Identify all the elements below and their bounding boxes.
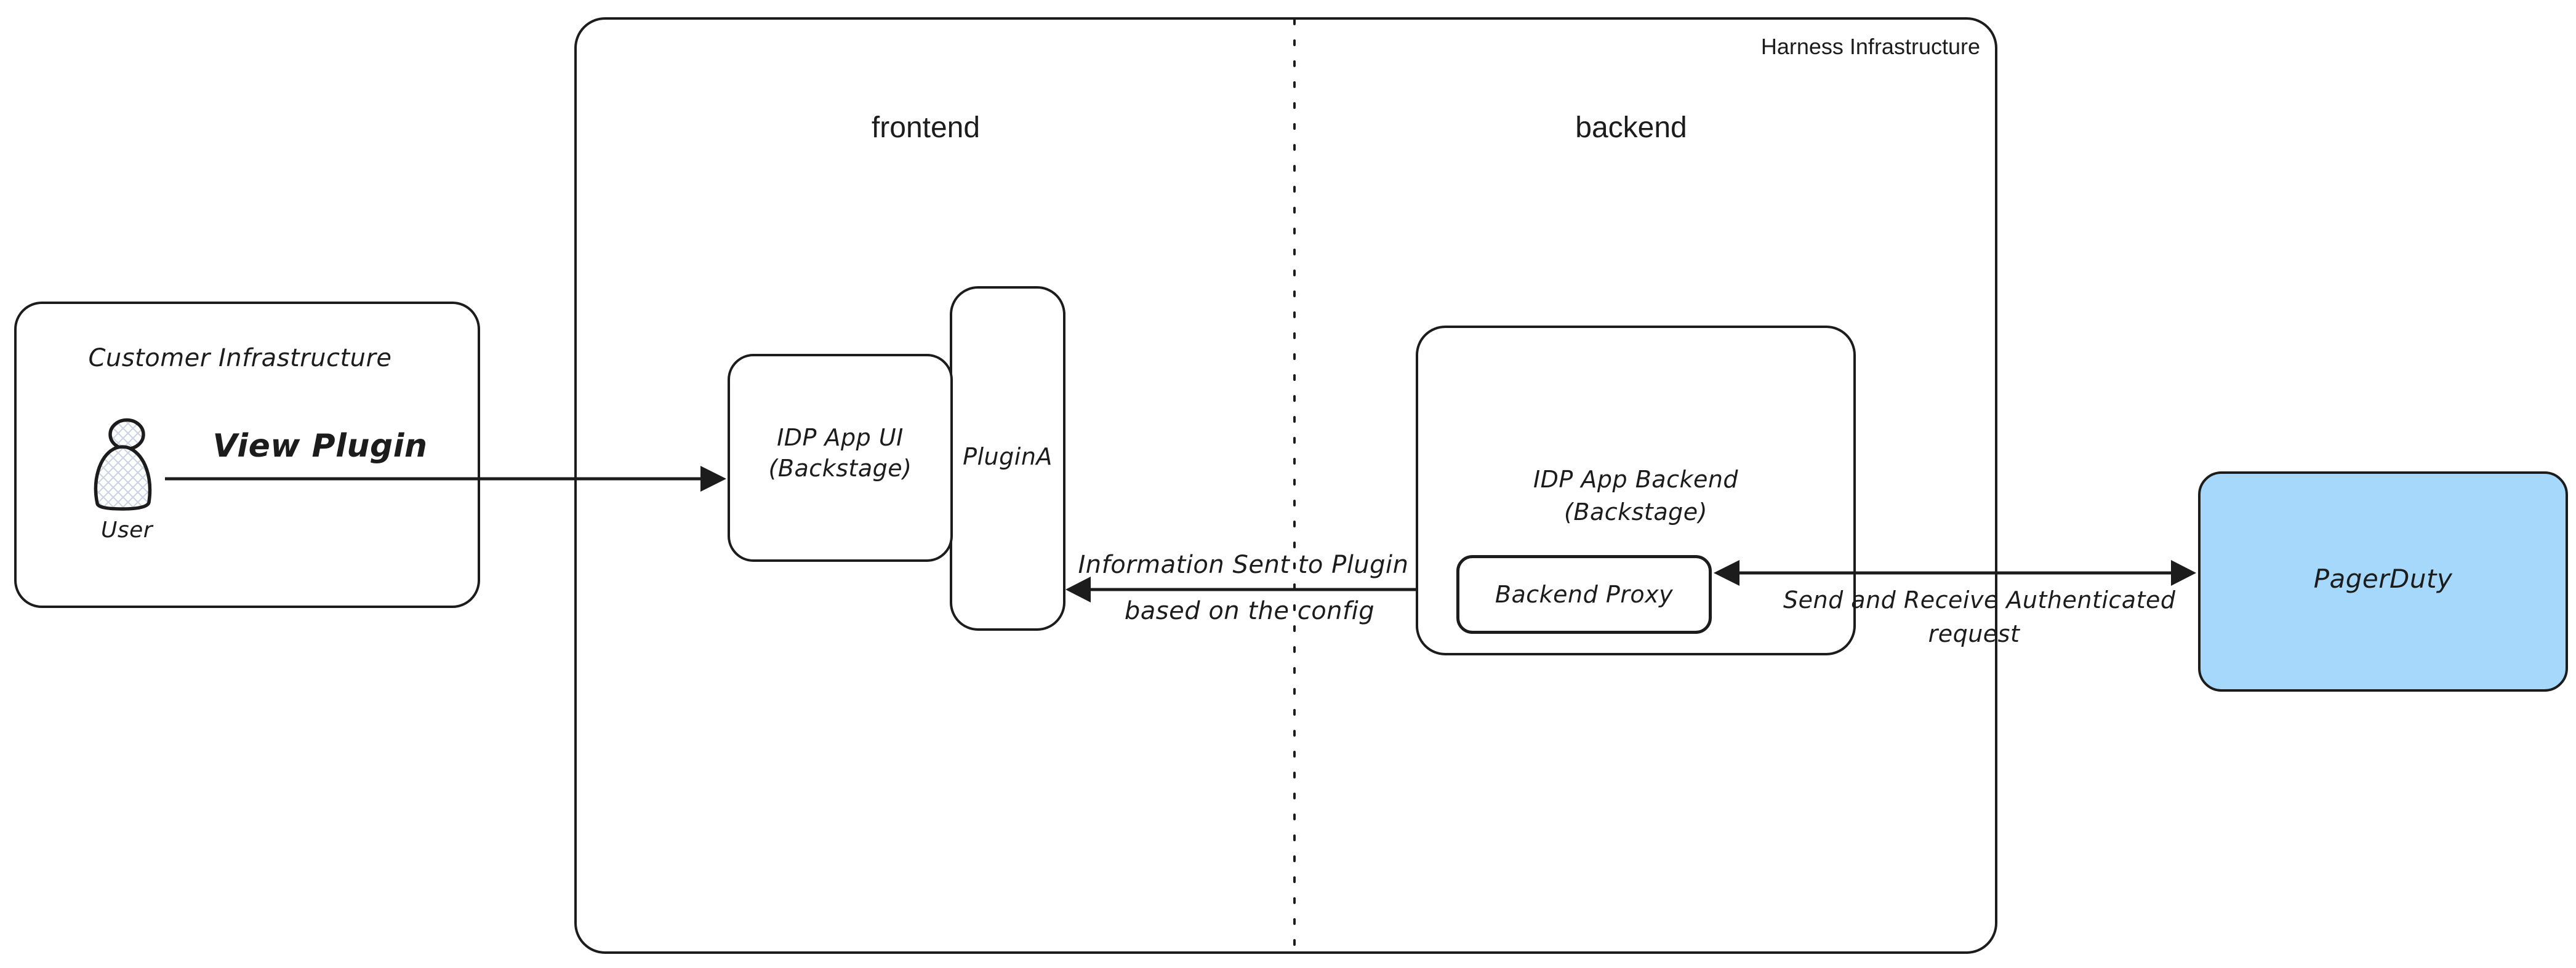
information-arrow-label-line1: Information Sent to Plugin	[1078, 551, 1409, 579]
harness-infrastructure-box	[574, 17, 1997, 954]
plugin-a-box	[950, 286, 1065, 631]
idp-app-ui-label: IDP App UI (Backstage)	[728, 422, 953, 484]
pagerduty-box	[2198, 471, 2568, 692]
pagerduty-label: PagerDuty	[2313, 564, 2453, 594]
view-plugin-edge-label: View Plugin	[212, 428, 428, 465]
information-arrow	[1065, 577, 1416, 602]
idp-app-backend-label-line2: (Backstage)	[1564, 498, 1707, 526]
customer-infrastructure-title: Customer Infrastructure	[88, 344, 392, 372]
auth-request-label-line2: request	[1928, 620, 2020, 647]
idp-app-ui-label-line1: IDP App UI	[777, 424, 904, 451]
auth-request-label-line1: Send and Receive Authenticated	[1783, 586, 2176, 614]
idp-app-backend-label-line1: IDP App Backend	[1533, 466, 1739, 493]
idp-app-backend-box	[1416, 326, 1856, 655]
user-label: User	[100, 518, 153, 543]
backend-proxy-label: Backend Proxy	[1495, 581, 1674, 608]
frontend-section-label: frontend	[871, 111, 981, 144]
idp-app-backend-label: IDP App Backend (Backstage)	[1416, 463, 1856, 529]
information-arrow-label-line2: based on the config	[1124, 597, 1375, 625]
auth-request-arrow	[1714, 560, 2196, 586]
backend-proxy-box	[1456, 555, 1712, 634]
view-plugin-arrow	[165, 466, 726, 492]
plugin-a-label: PluginA	[963, 443, 1053, 470]
customer-infrastructure-box	[14, 302, 480, 608]
user-person-icon	[94, 418, 152, 511]
backend-section-label: backend	[1575, 111, 1687, 144]
idp-app-ui-box	[728, 354, 953, 562]
harness-infrastructure-title: Harness Infrastructure	[1760, 34, 1980, 59]
idp-app-ui-label-line2: (Backstage)	[768, 455, 912, 482]
